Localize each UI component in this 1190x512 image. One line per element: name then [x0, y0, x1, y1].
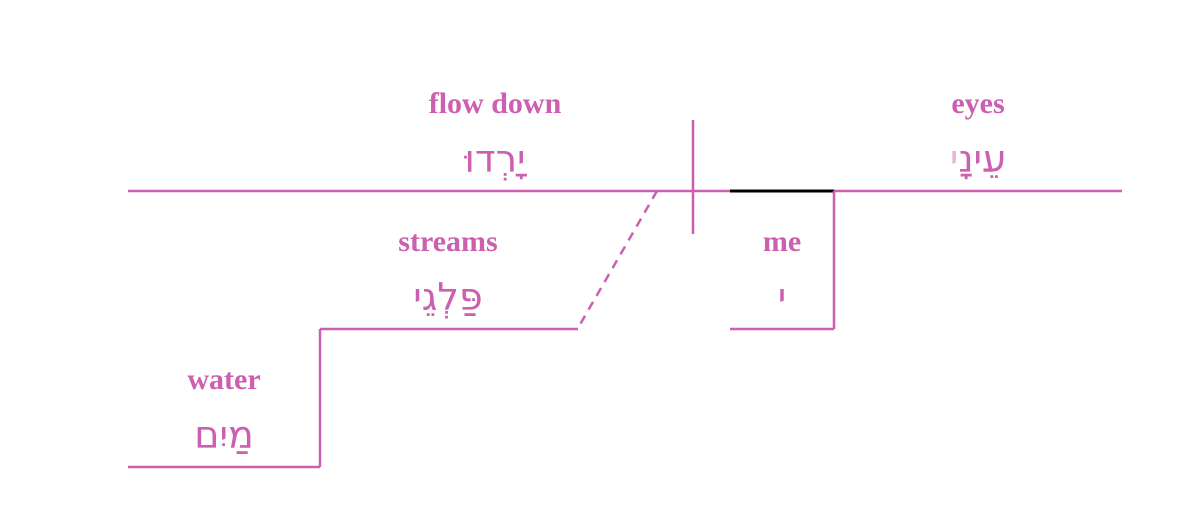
construct-hebrew: מַיִם: [194, 413, 254, 457]
modifier-gloss: me: [762, 225, 802, 258]
subject-hebrew-main: עֵינָ: [958, 137, 1007, 181]
verb-hebrew: יָרְדוּ: [464, 137, 526, 181]
object-hebrew: פַּלְגֵי: [413, 275, 483, 319]
subject-gloss: eyes: [951, 87, 1005, 120]
construct-gloss: water: [187, 363, 261, 396]
object-dashed-connector: [576, 190, 659, 329]
modifier-hebrew: י: [777, 275, 787, 319]
verb-gloss: flow down: [428, 87, 562, 120]
subject-hebrew-faded: י: [949, 137, 959, 181]
object-gloss: streams: [398, 225, 498, 258]
subject-hebrew: עֵינָי: [950, 140, 1006, 178]
